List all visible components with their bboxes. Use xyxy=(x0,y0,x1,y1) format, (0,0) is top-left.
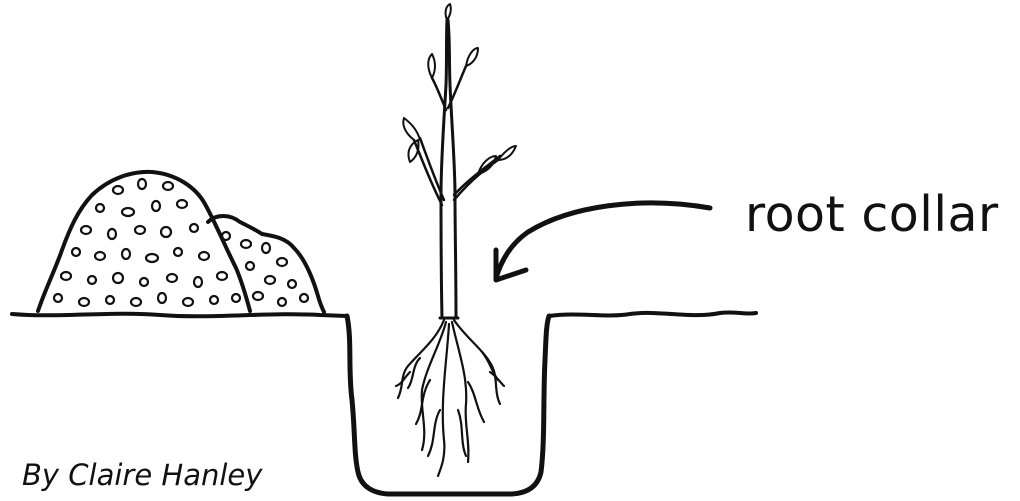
roots xyxy=(396,320,504,476)
sapling-trunk xyxy=(441,20,447,318)
ground-line-left xyxy=(12,314,347,317)
root-collar-label: root collar xyxy=(745,186,999,243)
ground-line-right xyxy=(549,312,756,316)
sapling xyxy=(396,4,516,476)
soil-pile-small xyxy=(208,216,324,312)
pointer-arrow xyxy=(496,203,710,278)
author-credit: By Claire Hanley xyxy=(22,458,262,492)
soil-pebbles xyxy=(54,179,308,306)
soil-pile-large xyxy=(38,172,250,311)
